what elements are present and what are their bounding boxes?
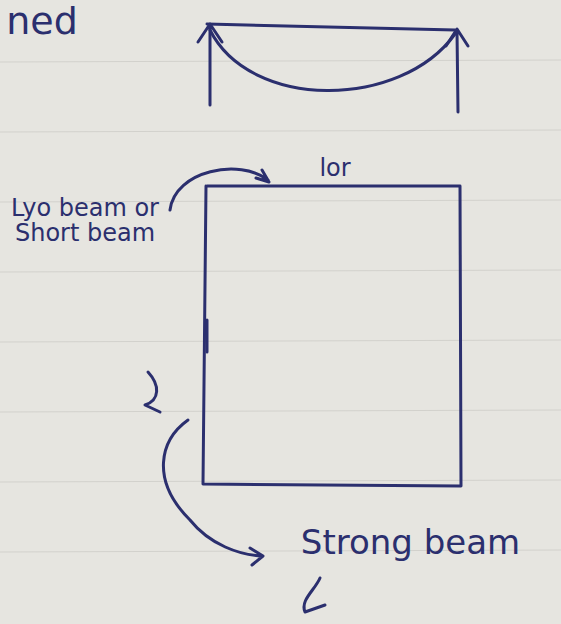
handwritten-label: Lyo beam or Short beam xyxy=(10,196,160,246)
slab-square xyxy=(203,186,461,486)
support-arrow xyxy=(198,24,222,105)
hook-mark xyxy=(304,578,325,612)
handwritten-label: Strong beam xyxy=(268,525,553,561)
leader-arrow xyxy=(170,169,269,210)
handwritten-label: ned xyxy=(2,2,82,42)
tick-mark xyxy=(206,320,209,352)
beam-line xyxy=(207,24,455,30)
leader-arrow xyxy=(163,420,263,565)
handwritten-label: lor xyxy=(300,156,370,181)
hook-mark xyxy=(145,372,160,412)
deflection-curve xyxy=(210,30,455,91)
ruled-lines xyxy=(0,60,561,552)
